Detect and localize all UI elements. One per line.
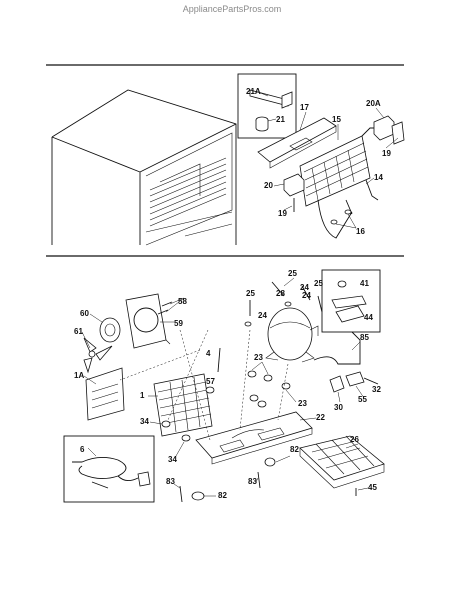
callout-23a: 23 <box>254 353 263 362</box>
callout-22: 22 <box>316 413 325 422</box>
callout-44: 44 <box>364 313 373 322</box>
callout-34a: 34 <box>140 417 149 426</box>
callout-1: 1 <box>140 391 145 400</box>
part-82b <box>191 491 205 501</box>
callout-26: 26 <box>350 435 359 444</box>
callout-15: 15 <box>332 115 341 124</box>
callout-85: 85 <box>360 333 369 342</box>
callout-6: 6 <box>80 445 85 454</box>
screw-83b <box>257 471 261 489</box>
condenser-coil <box>153 373 213 437</box>
heater-part-20A <box>373 115 405 145</box>
callout-25c: 25 <box>314 279 323 288</box>
part-34b <box>181 434 191 442</box>
part-57 <box>205 386 215 394</box>
base-plate <box>195 411 313 465</box>
callout-19a: 19 <box>382 149 391 158</box>
callout-21: 21 <box>276 115 285 124</box>
callout-25b: 25 <box>246 289 255 298</box>
callout-4: 4 <box>206 349 211 358</box>
evaporator-coil <box>299 127 380 207</box>
callout-30: 30 <box>334 403 343 412</box>
watermark-text: AppliancePartsPros.com <box>182 4 282 14</box>
screw-58a <box>161 301 173 307</box>
callout-14: 14 <box>374 173 383 182</box>
fan-shroud <box>125 293 171 349</box>
callout-20A: 20A <box>366 99 381 108</box>
part-82a <box>264 457 276 467</box>
callout-59: 59 <box>174 319 183 328</box>
relay-parts <box>329 371 379 393</box>
callout-16: 16 <box>356 227 365 236</box>
tube-85 <box>313 331 361 365</box>
callout-19b: 19 <box>278 209 287 218</box>
callout-20: 20 <box>264 181 273 190</box>
callout-21A: 21A <box>246 87 261 96</box>
callout-28: 28 <box>276 289 285 298</box>
screw-58b <box>157 309 169 315</box>
fan-blade <box>83 337 113 374</box>
inset-box-parts-41-44 <box>321 269 381 333</box>
callout-61: 61 <box>74 327 83 336</box>
fan-motor <box>99 317 121 343</box>
callout-58: 58 <box>178 297 187 306</box>
callout-34b: 34 <box>168 455 177 464</box>
drain-tube <box>317 199 353 239</box>
callout-24c: 24 <box>258 311 267 320</box>
leader-lines <box>81 91 399 497</box>
grommets <box>247 370 291 408</box>
callout-83b: 83 <box>248 477 257 486</box>
refrigerator-cabinet <box>51 89 237 246</box>
mounting-bolts <box>244 281 323 327</box>
inset-box-part-21 <box>237 73 297 139</box>
callout-23b: 23 <box>298 399 307 408</box>
clip-16b <box>344 209 352 215</box>
callout-1A: 1A <box>74 371 84 380</box>
inset-box-power-cord <box>63 435 155 503</box>
screw-83a <box>179 485 183 503</box>
callout-25a: 25 <box>288 269 297 278</box>
callout-45: 45 <box>368 483 377 492</box>
condenser-bracket <box>85 367 125 421</box>
evaporator-cover <box>257 117 337 169</box>
callout-17: 17 <box>300 103 309 112</box>
assembly-lines <box>119 329 289 441</box>
callout-labels: 21A 21 17 15 20A 19 14 20 19 16 25 25 28… <box>74 87 391 500</box>
part-34a <box>161 420 171 428</box>
callout-32: 32 <box>372 385 381 394</box>
callout-24a: 24 <box>300 283 309 292</box>
drain-pan <box>299 435 385 489</box>
callout-41: 41 <box>360 279 369 288</box>
thermostat-part-20 <box>283 173 305 212</box>
callout-82b: 82 <box>218 491 227 500</box>
callout-60: 60 <box>80 309 89 318</box>
callout-55: 55 <box>358 395 367 404</box>
part-4 <box>217 347 221 373</box>
callout-82a: 82 <box>290 445 299 454</box>
compressor <box>265 307 319 363</box>
callout-57: 57 <box>206 377 215 386</box>
callout-83a: 83 <box>166 477 175 486</box>
callout-24b: 24 <box>302 291 311 300</box>
clip-16a <box>330 219 338 225</box>
